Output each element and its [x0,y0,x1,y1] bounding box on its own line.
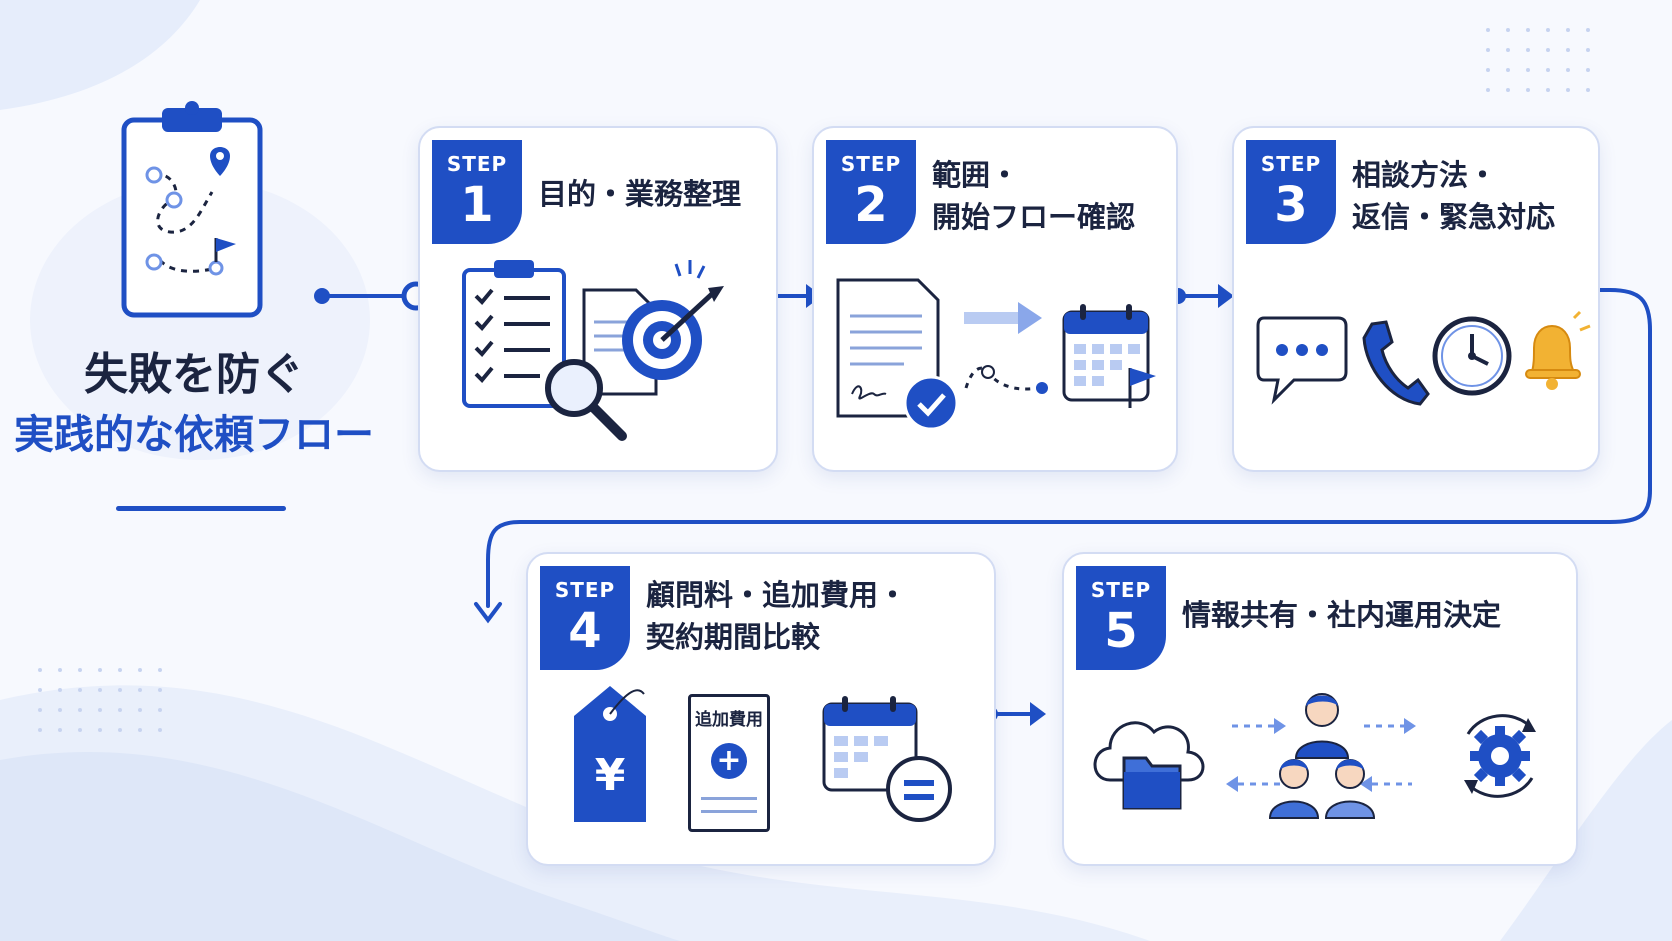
step-card-3: STEP 3 相談方法・ 返信・緊急対応 [1232,126,1600,472]
main-title-line2: 実践的な依頼フロー [14,412,374,458]
step-title-1: 目的・業務整理 [538,177,742,211]
gear-cycle-icon [1464,714,1536,798]
magnifier-icon [545,359,627,441]
step-card-1: STEP 1 目的・業務整理 [418,126,778,472]
fee-sheet-icon: 追加費用 + [688,694,770,832]
people-icon [1226,693,1416,819]
sheet-lines [701,797,757,813]
route-clipboard-icon [121,101,263,318]
arrow-icon [964,302,1042,334]
step-title-2-line2: 開始フロー確認 [932,200,1136,234]
step-title-4-line1: 顧問料・追加費用・ [646,578,908,612]
step-card-2: STEP 2 範囲・ 開始フロー確認 [812,126,1178,472]
calendar-icon [1062,304,1150,402]
yen-symbol: ¥ [594,750,626,801]
step-label: STEP [840,152,902,176]
flag-icon [1128,368,1156,408]
dotted-path [964,365,1048,394]
step-card-4: STEP 4 顧問料・追加費用・ 契約期間比較 ¥ 追加費用 + [526,552,996,866]
step-number: 5 [1104,603,1138,659]
step-title-3-line2: 返信・緊急対応 [1352,200,1556,234]
clock-icon [1432,316,1512,396]
step-badge-3: STEP 3 [1246,140,1336,244]
step-card-5: STEP 5 情報共有・社内運用決定 [1062,552,1578,866]
bell-icon [1525,310,1591,390]
chat-bubble-icon [1256,316,1348,405]
step-label: STEP [1260,152,1322,176]
cloud-folder-icon [1093,721,1205,810]
fee-sheet-label: 追加費用 [695,710,763,730]
step-badge-5: STEP 5 [1076,566,1166,670]
step-number: 3 [1274,177,1308,233]
signed-contract-icon [836,278,940,418]
step-label: STEP [554,578,616,602]
calendar-icon [822,696,918,792]
step-number: 2 [854,177,888,233]
step-number: 1 [460,177,494,233]
price-tag-icon [574,686,646,822]
step-title-4-line2: 契約期間比較 [646,620,821,654]
step-badge-1: STEP 1 [432,140,522,244]
main-title-line1: 失敗を防ぐ [84,349,304,400]
step-label: STEP [1090,578,1152,602]
step-number: 4 [568,603,602,659]
step-badge-4: STEP 4 [540,566,630,670]
step-title-2-line1: 範囲・ [932,158,1020,192]
step-title-5: 情報共有・社内運用決定 [1182,598,1502,632]
checklist-clipboard-icon [462,260,566,408]
step-badge-2: STEP 2 [826,140,916,244]
target-icon [622,260,724,380]
step-title-3-line1: 相談方法・ [1352,158,1498,192]
phone-icon [1362,320,1430,406]
check-icon [903,375,959,431]
title-underline [116,506,286,511]
equals-icon [886,756,952,822]
plus-icon: + [711,743,747,779]
step-label: STEP [446,152,508,176]
